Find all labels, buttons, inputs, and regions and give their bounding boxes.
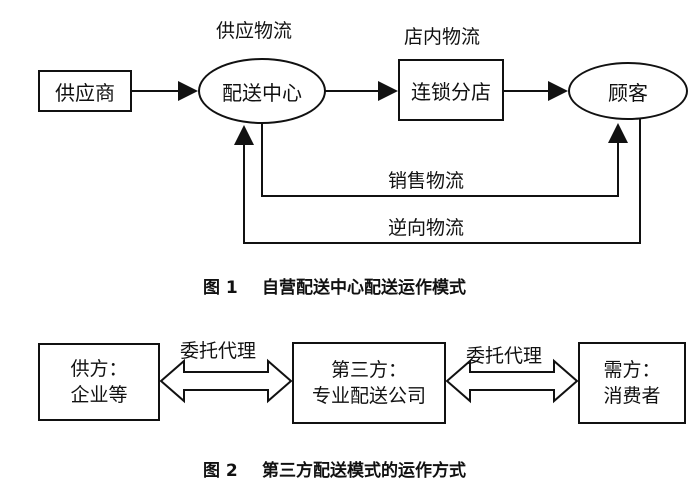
caption-2-title: 第三方配送模式的运作方式 [262,461,466,481]
caption-1-number: 图 1 [203,278,238,298]
double-arrow-left [159,358,293,404]
label-supply-logistics: 供应物流 [216,20,293,42]
node-distribution-center: 配送中心 [198,58,326,124]
demand-side-body: 消费者 [603,385,661,407]
node-supplier: 供应商 [38,70,132,112]
supply-side-body: 企业等 [70,384,128,406]
node-supply-side: 供方： 企业等 [38,343,160,421]
arrow-sales-logistics [261,122,628,197]
caption-1-title: 自营配送中心配送运作模式 [262,278,466,298]
third-party-title: 第三方： [330,359,407,381]
third-party-body: 专业配送公司 [311,385,426,407]
double-arrow-right [445,358,579,404]
label-left-agency: 委托代理 [180,340,257,362]
label-right-agency: 委托代理 [466,345,543,367]
arrow-reverse-logistics [234,116,641,244]
node-customer: 顾客 [568,62,688,120]
node-third-party: 第三方： 专业配送公司 [292,342,446,424]
diagram1-connectors [132,81,641,404]
label-sales-logistics: 销售物流 [388,170,465,192]
node-demand-side: 需方： 消费者 [578,342,686,424]
demand-side-title: 需方： [603,359,661,381]
node-chain-store: 连锁分店 [398,59,504,121]
caption-2-number: 图 2 [203,461,238,481]
label-store-logistics: 店内物流 [404,26,481,48]
label-reverse-logistics: 逆向物流 [388,217,465,239]
supply-side-title: 供方： [70,358,128,380]
